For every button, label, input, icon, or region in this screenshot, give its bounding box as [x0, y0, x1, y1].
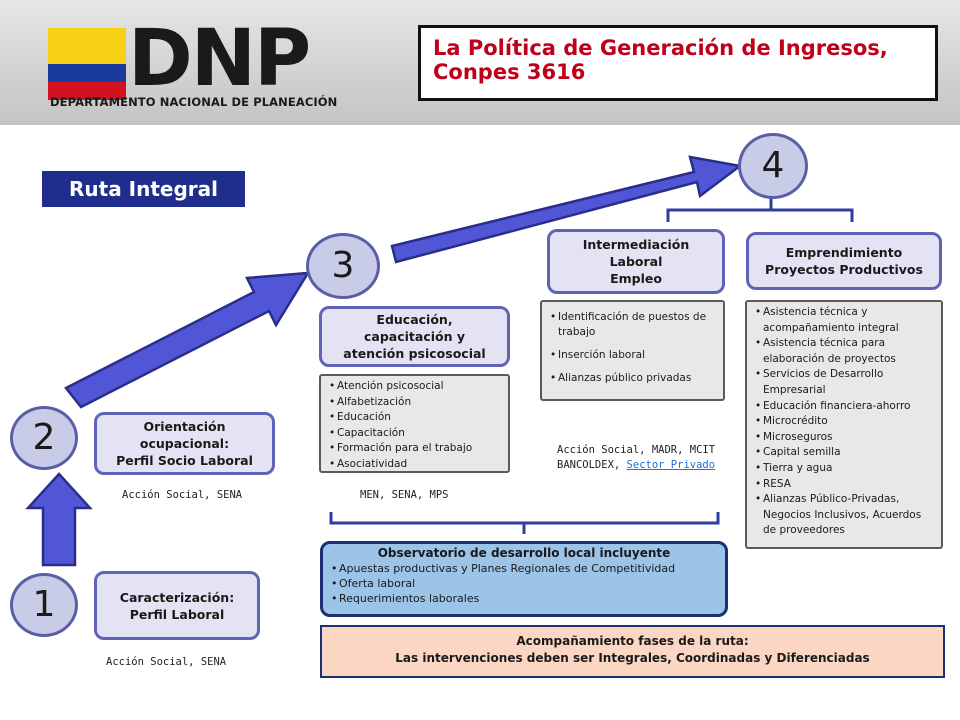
list-item: Servicios de Desarrollo Empresarial: [755, 367, 933, 398]
actors-line-1: Acción Social, MADR, MCIT: [557, 444, 716, 456]
stage-orientacion: Orientación ocupacional: Perfil Socio La…: [94, 412, 275, 475]
stage-1-line-2: Perfil Laboral: [129, 606, 225, 622]
dnp-logo: DNP: [128, 14, 311, 104]
stage-2-line-1: Orientación: [143, 419, 226, 434]
stage-4b-line-2: Proyectos Productivos: [765, 262, 923, 277]
stage-4a-line-2: Laboral: [609, 254, 663, 269]
sector-privado-link[interactable]: Sector Privado: [626, 459, 716, 471]
title-line-1: La Política de Generación de Ingresos,: [433, 36, 888, 60]
colombia-flag-icon: [48, 28, 126, 100]
step-circle-3: 3: [306, 233, 380, 299]
list-item: Asistencia técnica y acompañamiento inte…: [755, 305, 933, 336]
stage-caracterizacion: Caracterización: Perfil Laboral: [94, 571, 260, 640]
arrow-2-to-3: [64, 271, 311, 409]
stage-4a-line-1: Intermediación: [582, 237, 690, 252]
list-item: Asistencia técnica para elaboración de p…: [755, 336, 933, 367]
actors-step-4-empleo: Acción Social, MADR, MCIT BANCOLDEX, Sec…: [557, 443, 715, 473]
list-item: Asociatividad: [329, 457, 500, 473]
actors-step-2: Acción Social, SENA: [122, 489, 243, 501]
list-item: Apuestas productivas y Planes Regionales…: [331, 561, 717, 576]
ruta-integral-label: Ruta Integral: [42, 171, 245, 207]
list-item: Educación financiera-ahorro: [755, 399, 933, 415]
stage-emprendimiento: Emprendimiento Proyectos Productivos: [746, 232, 942, 290]
list-empleo: Identificación de puestos de trabajo Ins…: [540, 300, 725, 401]
list-item: Identificación de puestos de trabajo: [550, 310, 715, 340]
step-circle-4: 4: [738, 133, 808, 199]
step-circle-2: 2: [10, 406, 78, 470]
bracket-observatorio: [329, 512, 720, 534]
stage-intermediacion: Intermediación Laboral Empleo: [547, 229, 725, 294]
arrow-1-to-2: [25, 472, 93, 567]
list-item: Inserción laboral: [550, 348, 715, 363]
actors-line-2: BANCOLDEX, Sector Privado: [557, 458, 715, 473]
list-item: Educación: [329, 410, 500, 426]
list-item: Requerimientos laborales: [331, 591, 717, 606]
list-item: RESA: [755, 477, 933, 493]
actors-step-3: MEN, SENA, MPS: [360, 489, 449, 501]
acompanamiento-box: Acompañamiento fases de la ruta: Las int…: [320, 625, 945, 678]
stage-2-line-2: ocupacional:: [139, 436, 230, 451]
stage-3-line-2: capacitación y: [363, 329, 465, 344]
stage-1-line-1: Caracterización:: [119, 589, 235, 605]
stage-4b-line-1: Emprendimiento: [785, 245, 903, 260]
observatorio-box: Observatorio de desarrollo local incluye…: [320, 541, 728, 617]
header-banner: DNP DEPARTAMENTO NACIONAL DE PLANEACIÓN …: [0, 0, 960, 125]
list-emprendimiento: Asistencia técnica y acompañamiento inte…: [745, 300, 943, 549]
stage-educacion: Educación, capacitación y atención psico…: [319, 306, 510, 367]
title-box: La Política de Generación de Ingresos, C…: [418, 25, 938, 101]
stage-3-line-1: Educación,: [376, 312, 453, 327]
list-item: Capacitación: [329, 426, 500, 442]
list-item: Alfabetización: [329, 395, 500, 411]
observatorio-title: Observatorio de desarrollo local incluye…: [377, 546, 671, 560]
stage-3-line-3: atención psicosocial: [343, 346, 486, 361]
title-line-2: Conpes 3616: [433, 60, 586, 84]
arrow-3-to-4: [390, 155, 744, 264]
bracket-4: [666, 197, 854, 222]
list-item: Capital semilla: [755, 445, 933, 461]
list-item: Atención psicosocial: [329, 379, 500, 395]
list-item: Tierra y agua: [755, 461, 933, 477]
actors-step-1: Acción Social, SENA: [106, 656, 227, 668]
list-item: Alianzas Público-Privadas, Negocios Incl…: [755, 492, 933, 539]
list-item: Oferta laboral: [331, 576, 717, 591]
list-item: Microcrédito: [755, 414, 933, 430]
list-item: Microseguros: [755, 430, 933, 446]
stage-4a-line-3: Empleo: [610, 271, 662, 286]
actors-bancoldex: BANCOLDEX,: [557, 459, 621, 471]
acompanamiento-line-1: Acompañamiento fases de la ruta:: [516, 634, 749, 648]
list-item: Alianzas público privadas: [550, 371, 715, 386]
list-item: Formación para el trabajo: [329, 441, 500, 457]
stage-2-line-3: Perfil Socio Laboral: [116, 453, 253, 468]
logo-subtitle: DEPARTAMENTO NACIONAL DE PLANEACIÓN: [50, 95, 338, 109]
step-circle-1: 1: [10, 573, 78, 637]
acompanamiento-line-2: Las intervenciones deben ser Integrales,…: [395, 651, 870, 665]
list-educacion: Atención psicosocial Alfabetización Educ…: [319, 374, 510, 473]
